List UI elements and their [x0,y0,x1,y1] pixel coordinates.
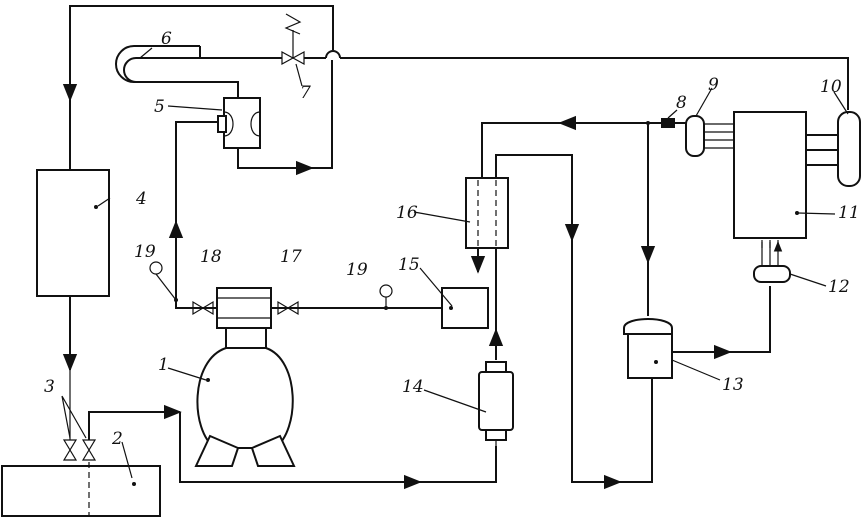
label-11: 11 [838,203,860,223]
component-10 [837,111,861,187]
label-1: 1 [158,355,169,375]
component-15 [441,287,489,329]
component-14 [478,361,514,441]
label-17: 17 [280,247,302,267]
component-1-compressor [194,287,296,467]
label-10: 10 [820,77,842,97]
label-14: 14 [402,377,424,397]
label-6: 6 [161,29,172,49]
label-4: 4 [135,189,147,209]
pipe-to-16 [481,122,686,178]
label-12: 12 [828,277,850,297]
component-5 [217,97,261,149]
label-7: 7 [300,83,311,103]
component-11-box [733,111,807,239]
component-13 [623,318,673,379]
component-12 [753,265,791,283]
component-9 [685,115,705,157]
gauge-19-left [149,261,163,275]
component-6-utube [123,57,282,98]
valve-7 [281,13,305,66]
pipe-16-to-13 [495,154,653,483]
label-15: 15 [398,255,420,275]
component-16 [465,177,509,249]
gauge-19-right [379,284,393,298]
pipe-top-right [304,57,849,110]
label-3: 3 [44,377,55,397]
label-18: 18 [200,247,222,267]
label-8: 8 [676,93,687,113]
component-2-tank [1,465,161,517]
valve-17 [277,300,299,316]
label-2: 2 [111,429,123,449]
label-16: 16 [396,203,418,223]
label-13: 13 [722,375,744,395]
label-19-right: 19 [346,260,368,280]
pipe-2-to-1 [88,404,182,440]
label-9: 9 [708,75,719,95]
label-5: 5 [154,97,165,117]
pipe-1-to-5 [175,121,222,309]
pipe-13-to-12 [672,286,771,353]
valve-3b [81,439,97,461]
label-19-left: 19 [134,242,156,262]
valve-18 [192,300,214,316]
component-4-box [36,169,110,297]
valve-3a [62,439,78,461]
